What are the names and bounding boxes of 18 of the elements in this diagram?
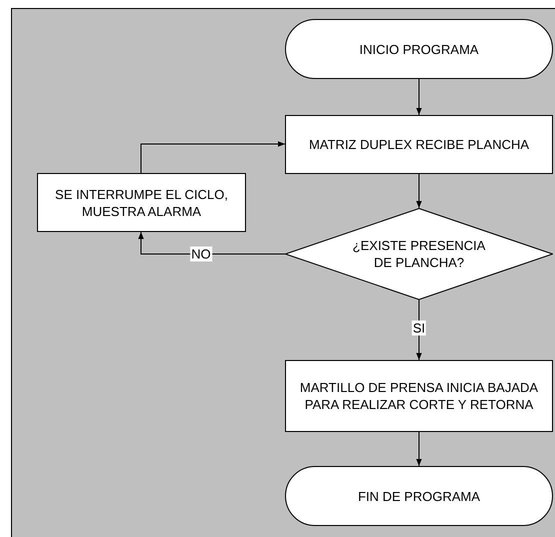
- decision-diamond: [285, 208, 553, 300]
- arrow: [416, 432, 422, 466]
- process-box: [285, 115, 553, 174]
- node-text: INICIO PROGRAMA: [359, 40, 479, 58]
- edge-label: NO: [190, 246, 212, 262]
- arrow: [416, 174, 422, 208]
- node-text: SE INTERRUMPE EL CICLO, MUESTRA ALARMA: [54, 186, 229, 220]
- arrow: [138, 232, 286, 254]
- arrow: [140, 141, 286, 174]
- process-box: [37, 173, 246, 232]
- arrow: [416, 300, 422, 360]
- node-text: MARTILLO DE PRENSA INICIA BAJADA PARA REALIZAR CORTE Y RETORNA: [298, 379, 540, 413]
- node-text: MATRIZ DUPLEX RECIBE PLANCHA: [308, 136, 530, 153]
- arrow: [416, 78, 422, 116]
- edge-label: SI: [412, 320, 426, 336]
- node-text: FIN DE PROGRAMA: [358, 488, 480, 504]
- node-text: ¿EXISTE PRESENCIA DE PLANCHA?: [352, 237, 486, 271]
- process-box: [285, 360, 553, 432]
